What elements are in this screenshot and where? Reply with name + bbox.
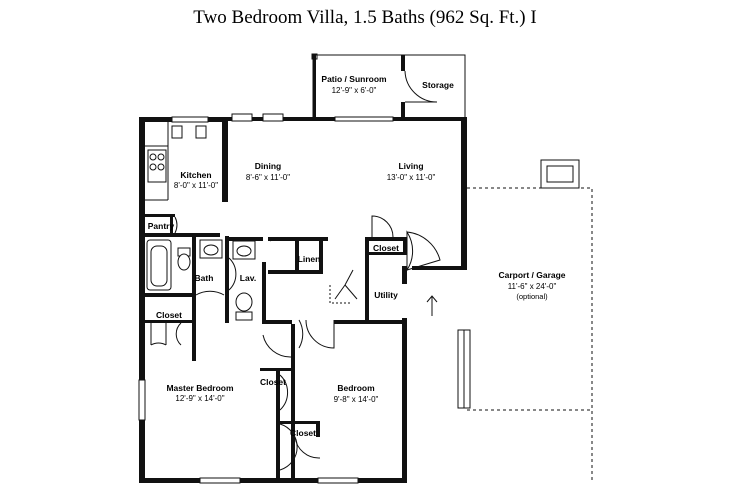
carport-dims: 11'-6" x 24'-0": [508, 282, 557, 291]
patio-dims: 12'-9" x 6'-0": [332, 86, 377, 95]
closet-bedroom-label: Closet: [290, 428, 316, 438]
bath-label: Bath: [195, 273, 214, 283]
kitchen-fixtures: [145, 122, 178, 234]
pantry-label: Pantry: [148, 221, 175, 231]
closet-utility-label: Closet: [373, 243, 399, 253]
linen-label: Linen: [298, 254, 321, 264]
carport-outline: [426, 159, 593, 482]
living-dims: 13'-0" x 11'-0": [387, 173, 436, 182]
kitchen-label: Kitchen: [180, 170, 211, 180]
room-labels: Patio / Sunroom 12'-9" x 6'-0" Storage K…: [148, 74, 566, 438]
lav-label: Lav.: [240, 273, 256, 283]
living-label: Living: [398, 161, 423, 171]
carport-label: Carport / Garage: [498, 270, 565, 280]
utility-label: Utility: [374, 290, 398, 300]
bedroom-label: Bedroom: [337, 383, 375, 393]
master-bedroom-label: Master Bedroom: [166, 383, 234, 393]
bath-fixtures: [146, 239, 256, 321]
storage-label: Storage: [422, 80, 454, 90]
master-bedroom-dims: 12'-9" x 14'-0": [175, 394, 224, 403]
door-swings: [150, 70, 441, 471]
kitchen-dims: 8'-0" x 11'-0": [174, 181, 218, 190]
plan-title: Two Bedroom Villa, 1.5 Baths (962 Sq. Ft…: [193, 7, 536, 28]
bedroom-dims: 9'-8" x 14'-0": [334, 395, 379, 404]
dining-dims: 8'-6" x 11'-0": [246, 173, 290, 182]
windows: [138, 113, 394, 484]
closet-master-left-label: Closet: [156, 310, 182, 320]
patio-label: Patio / Sunroom: [321, 74, 387, 84]
dining-label: Dining: [255, 161, 281, 171]
closet-master-right-label: Closet: [260, 377, 286, 387]
carport-note: (optional): [516, 292, 548, 301]
